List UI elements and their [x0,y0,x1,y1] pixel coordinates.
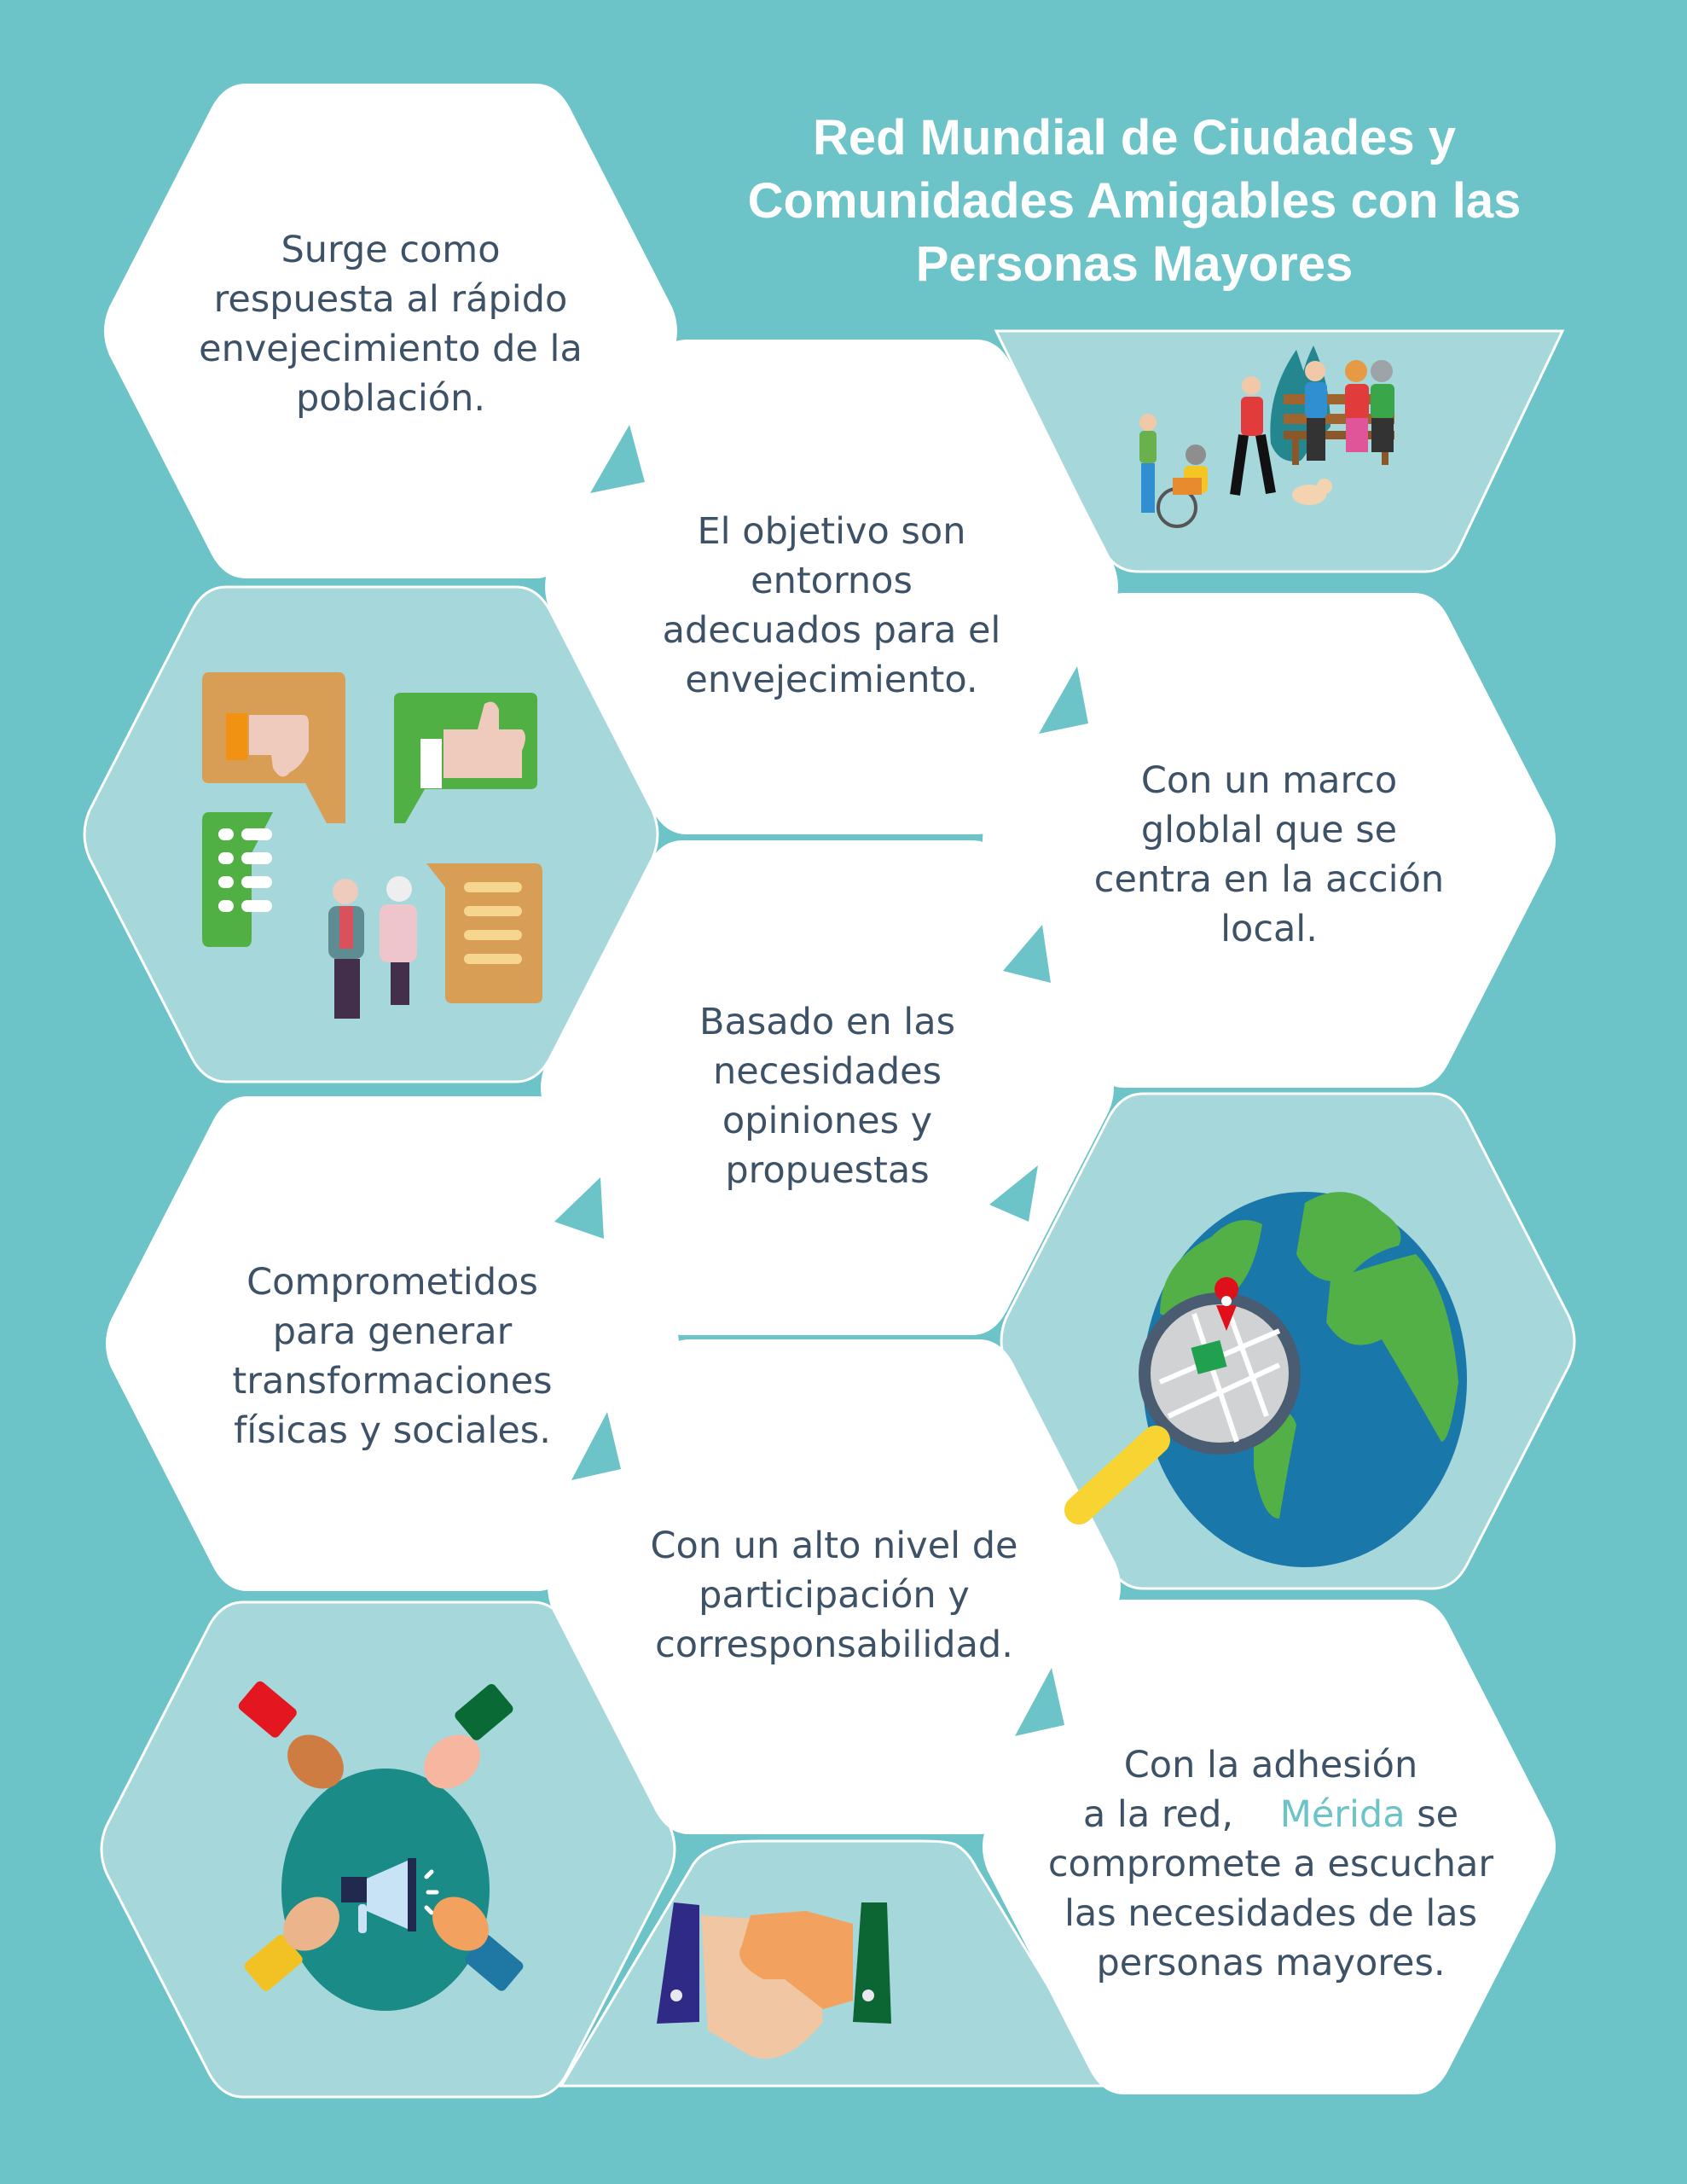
hex-text-line: compromete a escuchar [1047,1843,1494,1885]
hands-megaphone-icon [238,1681,524,2011]
hex-text-line: globlal que se [1140,809,1398,851]
hex-text-line: necesidades [713,1050,942,1093]
hex-text-global-framework: Con un marco globlal que se centra en la… [1005,744,1533,966]
title-line: Personas Mayores [915,236,1354,292]
hex-text-line: centra en la acción [1093,858,1445,901]
hex-text-fragment: se [1417,1793,1459,1836]
hex-text-origin: Surge como respuesta al rápido envejecim… [126,213,655,435]
pointer-tail [590,425,645,493]
elderly-people-park-icon [1139,346,1394,528]
hex-text-line: población. [295,377,485,420]
hex-text-line: corresponsabilidad. [655,1623,1013,1666]
pointer-tail [1039,666,1088,734]
pointer-tail [1015,1668,1064,1736]
hex-text-line: envejecimiento. [685,659,978,701]
hex-text-line: Comprometidos [246,1261,538,1304]
title-line: Red Mundial de Ciudades y [812,110,1457,166]
pointer-tail [1003,925,1051,983]
hex-text-line: Con un alto nivel de [650,1525,1018,1567]
hex-text-line: propuestas [725,1149,930,1192]
hex-text-line: envejecimiento de la [199,328,583,370]
hex-text-participation: Con un alto nivel de participación y cor… [570,1510,1099,1681]
hex-text-line: las necesidades de las [1064,1892,1478,1935]
hex-text-line: local. [1220,908,1318,950]
hex-text-objective: El objetivo son entornos adecuados para … [567,495,1096,717]
hex-text-needs: Basado en las necesidades opiniones y pr… [563,985,1092,1207]
feedback-opinions-icon [202,672,542,1019]
title-line: Comunidades Amigables con las [747,173,1522,229]
hex-text-line: opiniones y [722,1100,933,1142]
hex-text-merida: Con la adhesión a la red, Mérida se comp… [998,1728,1544,2001]
pointer-tail [554,1177,604,1239]
handshake-icon [657,1902,891,2059]
hex-text-line: Basado en las [699,1001,955,1043]
hex-text-line: entornos [751,560,913,602]
hex-text-committed: Comprometidos para generar transformacio… [128,1246,657,1467]
hex-text-line: a la red, Mérida se [1083,1790,1458,1839]
hex-text-line: físicas y sociales. [234,1409,551,1452]
hex-text-fragment: a la red, [1082,1793,1234,1836]
hex-text-line: Con la adhesión [1123,1744,1418,1786]
page-title: Red Mundial de Ciudades y Comunidades Am… [674,107,1595,296]
hex-text-line: Surge como [281,229,501,271]
pointer-tail [571,1412,621,1480]
hex-text-line: Con un marco [1140,759,1398,802]
hex-text-line: para generar [272,1310,513,1353]
hex-text-line: transformaciones [232,1360,553,1403]
city-name-highlight: Mérida [1279,1793,1406,1836]
globe-magnifier-location-icon [1064,1192,1467,1567]
hex-text-line: El objetivo son [697,510,966,553]
hex-text-line: participación y [699,1574,970,1617]
hex-text-line: adecuados para el [662,609,1001,652]
pointer-tail [989,1165,1038,1222]
hex-text-line: respuesta al rápido [213,278,568,321]
hex-text-line: personas mayores. [1096,1942,1446,1984]
